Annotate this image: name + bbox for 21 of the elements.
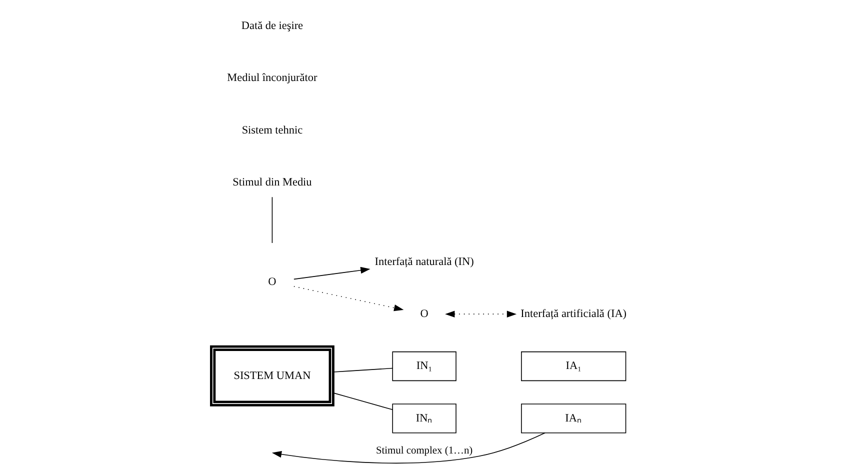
label: Dată de ieşire [241,20,304,32]
node-text: Interfață artificială (IA) [520,308,627,320]
edge-label: Stimul complex (1…n) [376,445,473,456]
node-text: Interfață naturală (IN) [374,256,474,268]
node-box: IA₁ [521,351,626,382]
connector [332,368,393,372]
node-box: IN₁ [392,351,456,382]
node-box: INₙ [392,404,456,434]
arrow [294,266,370,280]
connector [272,196,273,244]
arrow [272,432,546,464]
node-box: SISTEM UMAN [210,345,334,406]
node-text: Stimul din Mediu [232,176,312,188]
node-text: O [268,276,276,288]
node-box: IAₙ [521,404,626,434]
arrow [294,286,404,312]
arrow [445,310,517,318]
connector [332,392,393,410]
node-text: O [420,308,428,320]
label: Mediul înconjurător [227,72,318,84]
label: Sistem tehnic [242,124,303,136]
